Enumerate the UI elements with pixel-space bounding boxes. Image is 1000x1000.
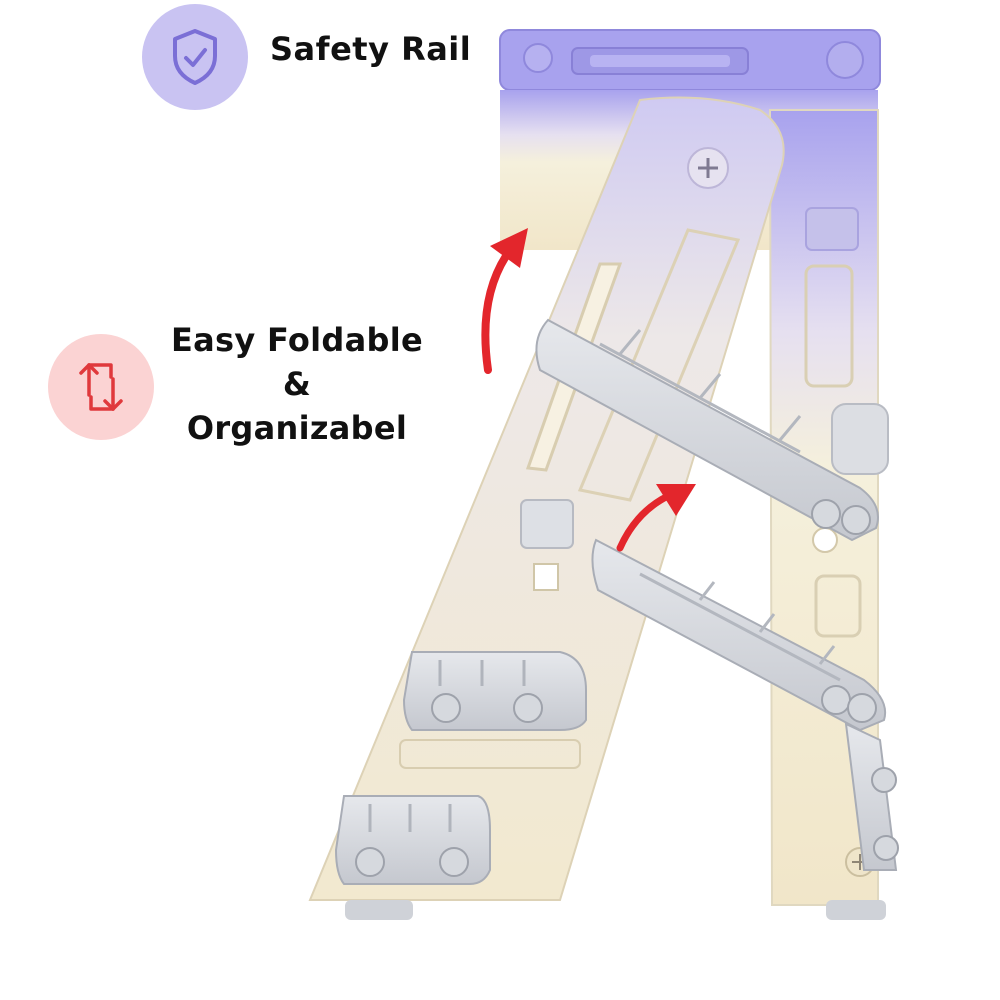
front-step-bottom bbox=[334, 795, 491, 885]
foldable-label: Easy Foldable & Organizabel bbox=[162, 318, 432, 450]
foldable-label-line-2: & bbox=[282, 365, 312, 403]
foldable-label-line-3: Organizabel bbox=[186, 409, 408, 447]
fold-arrow-upper bbox=[481, 228, 528, 374]
foldable-label-line-1: Easy Foldable bbox=[171, 321, 423, 359]
fold-arrow-lower bbox=[616, 484, 696, 552]
upper-step bbox=[535, 318, 879, 542]
safety-rail-badge bbox=[142, 4, 248, 110]
front-step-middle bbox=[402, 651, 587, 731]
foldable-badge bbox=[48, 334, 154, 440]
middle-step bbox=[591, 538, 899, 871]
rotate-arrows-icon bbox=[79, 363, 123, 411]
shield-check-icon bbox=[173, 29, 217, 85]
safety-rail-label: Safety Rail bbox=[270, 30, 472, 68]
